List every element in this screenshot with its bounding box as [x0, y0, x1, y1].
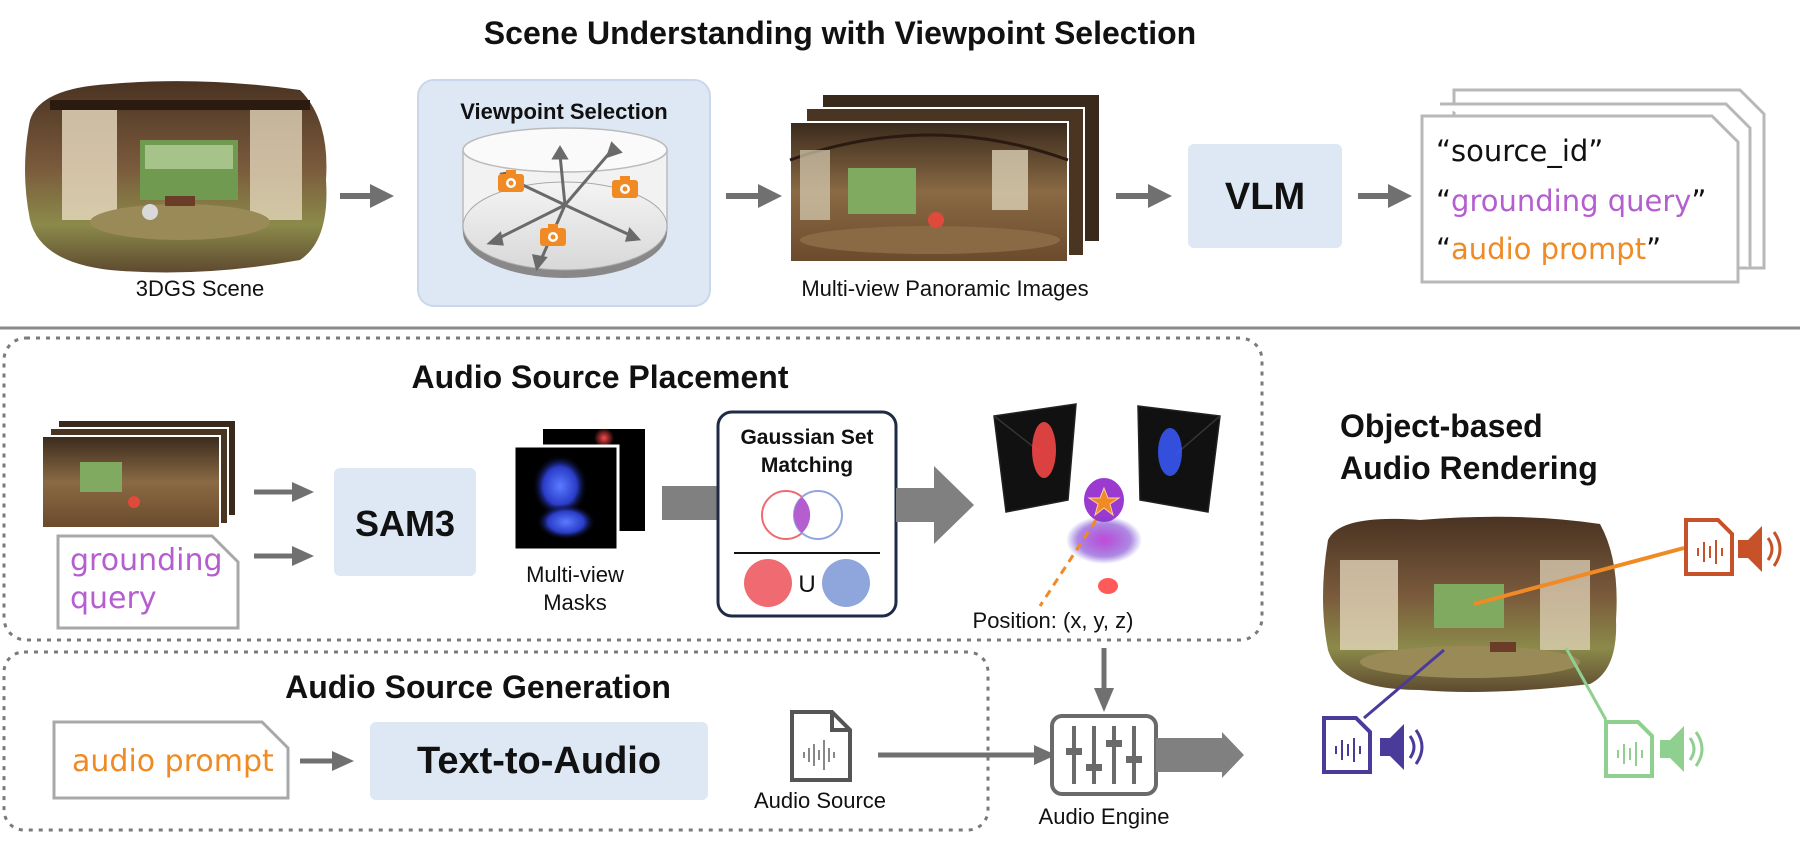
- vlm-box: [1188, 144, 1342, 248]
- arrow-viewpoint-to-panoramic: [726, 184, 782, 208]
- arrow-gaussian-to-3d: [896, 466, 974, 544]
- union-symbol: U: [798, 571, 815, 598]
- section-title-rendering-line2: Audio Rendering: [1340, 450, 1598, 486]
- vlm-output-cards: “source_id” “grounding query” “audio pro…: [1420, 88, 1766, 284]
- sam3-label: SAM3: [355, 503, 455, 544]
- text-to-audio-label: Text-to-Audio: [417, 740, 661, 782]
- audio-generation-panel: [2, 650, 990, 832]
- audio-prompt-note: audio prompt: [52, 720, 290, 800]
- arrow-engine-to-rendering: [1156, 732, 1244, 778]
- section-title-scene-understanding: Scene Understanding with Viewpoint Selec…: [484, 15, 1196, 51]
- camera-icon: [612, 176, 638, 198]
- audio-engine-label: Audio Engine: [1039, 804, 1170, 829]
- output-grounding-query: “grounding query”: [1436, 184, 1706, 218]
- rendered-scene-image: [1323, 516, 1617, 692]
- arrow-position-to-engine: [1094, 648, 1114, 712]
- arrows-to-sam3: [254, 482, 314, 566]
- input-panoramas: [41, 419, 237, 529]
- link-purple-speaker: [1363, 648, 1445, 720]
- arrow-prompt-to-tta: [300, 751, 354, 771]
- sam3-box: [334, 468, 476, 576]
- svg-text:audio prompt: audio prompt: [72, 744, 274, 779]
- panoramic-label: Multi-view Panoramic Images: [801, 276, 1088, 301]
- svg-text:query: query: [70, 581, 157, 616]
- link-green-speaker: [1564, 647, 1608, 721]
- panoramic-images-stack: [789, 93, 1101, 263]
- text-to-audio-box: [370, 722, 708, 800]
- svg-text:grounding: grounding: [70, 543, 223, 578]
- output-audio-prompt: “audio prompt”: [1436, 232, 1661, 266]
- arrow-scene-to-viewpoint: [340, 184, 394, 208]
- camera-icon: [540, 224, 566, 246]
- viewpoint-selection-label: Viewpoint Selection: [460, 99, 667, 124]
- mixer-icon: [1050, 714, 1158, 796]
- 3d-placement-view: [993, 403, 1221, 607]
- arrow-masks-to-gaussian: [662, 486, 718, 520]
- gaussian-set-matching-box: Gaussian Set Matching U: [716, 410, 898, 618]
- audio-file-icon: [1684, 518, 1734, 576]
- audio-file-icon: [1604, 720, 1654, 778]
- grounding-query-note: grounding query: [56, 534, 240, 630]
- section-title-rendering-line1: Object-based: [1340, 408, 1543, 444]
- viewpoint-selection-box: Viewpoint Selection: [417, 79, 711, 307]
- audio-file-icon: [790, 710, 852, 782]
- output-source-id: “source_id”: [1436, 134, 1603, 168]
- arrow-panoramic-to-vlm: [1116, 184, 1172, 208]
- speaker-icon: [1380, 724, 1424, 770]
- gaussian-label-line2: Matching: [761, 454, 853, 477]
- scene-label: 3DGS Scene: [136, 276, 264, 301]
- camera-icon: [498, 170, 524, 192]
- section-title-audio-generation: Audio Source Generation: [285, 669, 671, 705]
- section-title-audio-placement: Audio Source Placement: [412, 359, 789, 395]
- gaussian-label-line1: Gaussian Set: [740, 426, 873, 449]
- star-icon: [1087, 486, 1121, 517]
- masks-label-line1: Multi-view: [526, 562, 624, 587]
- vlm-label: VLM: [1225, 176, 1305, 218]
- scene-3dgs-image: [25, 81, 327, 273]
- arrow-audio-source-to-engine: [878, 745, 1056, 765]
- multiview-masks: [512, 427, 647, 552]
- masks-label-line2: Masks: [543, 590, 607, 615]
- speaker-icon: [1660, 726, 1704, 772]
- link-orange-speaker: [1473, 546, 1685, 606]
- position-label: Position: (x, y, z): [973, 608, 1134, 633]
- audio-file-icon: [1322, 716, 1372, 774]
- speaker-icon: [1738, 526, 1782, 572]
- audio-source-label: Audio Source: [754, 788, 886, 813]
- arrow-vlm-to-outputs: [1358, 184, 1412, 208]
